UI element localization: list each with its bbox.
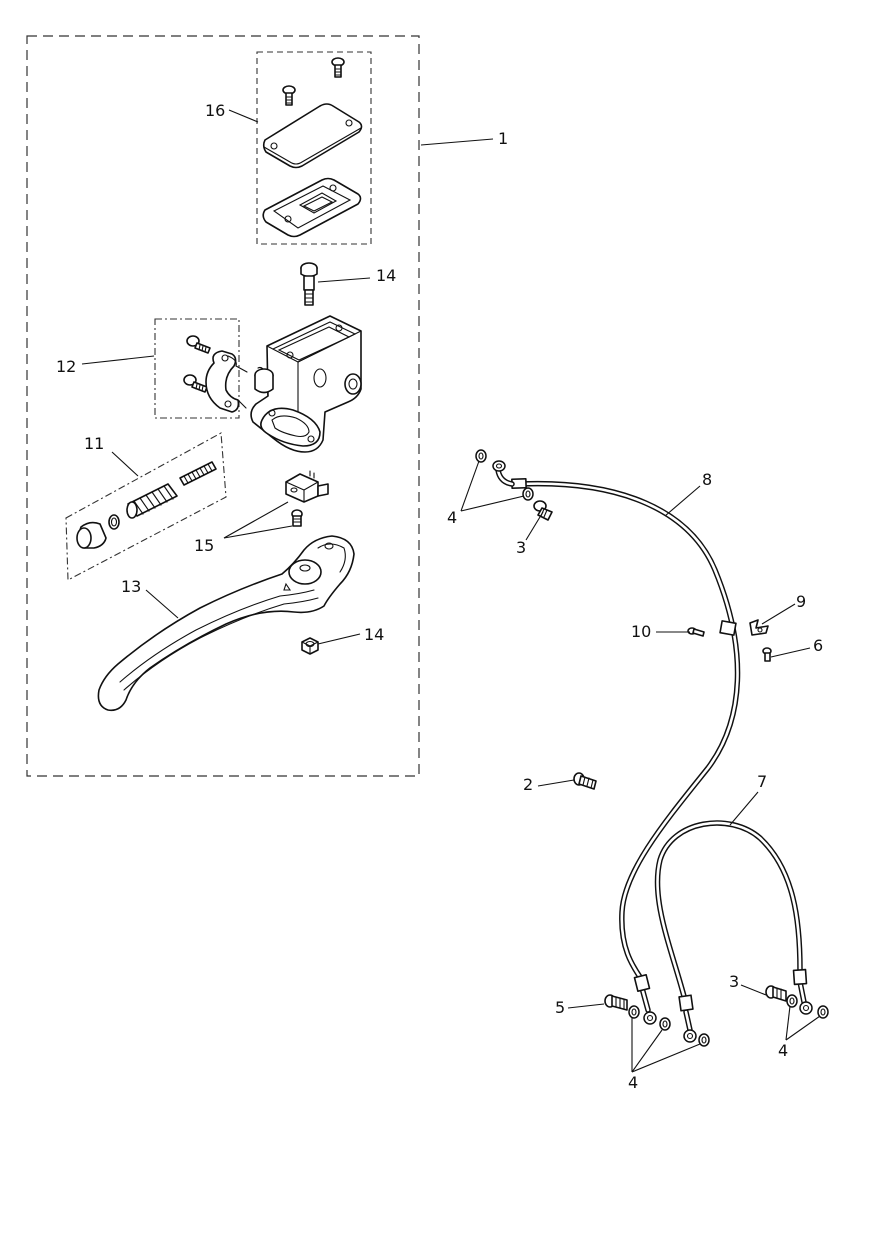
sealing-washer bbox=[475, 449, 829, 1047]
callout-15: 15 bbox=[194, 536, 214, 555]
upper-brake-hose bbox=[492, 460, 741, 1025]
handlebar-clamp bbox=[205, 350, 248, 413]
callout-1: 1 bbox=[498, 129, 508, 148]
master-cylinder-assembly-boundary bbox=[26, 35, 420, 777]
callout-9: 9 bbox=[796, 592, 806, 611]
callout-16: 16 bbox=[205, 101, 225, 120]
clip-bolt bbox=[687, 627, 705, 637]
hose-bracket bbox=[749, 619, 769, 636]
piston-dust-boot bbox=[76, 521, 107, 549]
lower-brake-hose bbox=[654, 820, 813, 1043]
piston-kit-boundary bbox=[65, 432, 227, 581]
banjo-bolt-right bbox=[765, 985, 787, 1002]
cap-screw-lower bbox=[282, 85, 296, 106]
banjo-bolt-upper bbox=[533, 500, 553, 521]
callout-4-right: 4 bbox=[778, 1041, 788, 1060]
callout-12: 12 bbox=[56, 357, 76, 376]
callout-3-upper: 3 bbox=[516, 538, 526, 557]
leader-lines bbox=[81, 109, 821, 1073]
callout-13: 13 bbox=[121, 577, 141, 596]
clamp-bolt-lower bbox=[183, 374, 208, 393]
callout-7: 7 bbox=[757, 772, 767, 791]
callout-6: 6 bbox=[813, 636, 823, 655]
callout-4-upper: 4 bbox=[447, 508, 457, 527]
callout-14-upper: 14 bbox=[376, 266, 396, 285]
callout-3-right: 3 bbox=[729, 972, 739, 991]
master-cylinder-body bbox=[250, 315, 362, 453]
bracket-screw bbox=[762, 647, 772, 662]
reservoir-cap bbox=[262, 103, 363, 169]
piston bbox=[126, 483, 178, 519]
clamp-kit-boundary bbox=[154, 318, 240, 419]
reservoir-cap-kit-boundary bbox=[256, 51, 372, 245]
callout-8: 8 bbox=[702, 470, 712, 489]
brake-lever bbox=[97, 535, 355, 712]
reservoir-diaphragm bbox=[262, 177, 362, 238]
callout-5: 5 bbox=[555, 998, 565, 1017]
pivot-bolt bbox=[300, 262, 318, 306]
piston-spring bbox=[179, 461, 217, 486]
callout-10: 10 bbox=[631, 622, 651, 641]
callout-14-lower: 14 bbox=[364, 625, 384, 644]
pivot-nut bbox=[301, 637, 319, 655]
callout-4-lower: 4 bbox=[628, 1073, 638, 1092]
brake-light-switch bbox=[285, 470, 329, 503]
banjo-bolt-left bbox=[604, 994, 628, 1011]
hose-bolt bbox=[573, 772, 597, 790]
callout-11: 11 bbox=[84, 434, 104, 453]
cap-screw-upper bbox=[331, 57, 345, 78]
callout-2: 2 bbox=[523, 775, 533, 794]
clamp-bolt-upper bbox=[186, 335, 211, 354]
piston-circlip bbox=[108, 514, 120, 530]
switch-screw bbox=[291, 509, 303, 527]
